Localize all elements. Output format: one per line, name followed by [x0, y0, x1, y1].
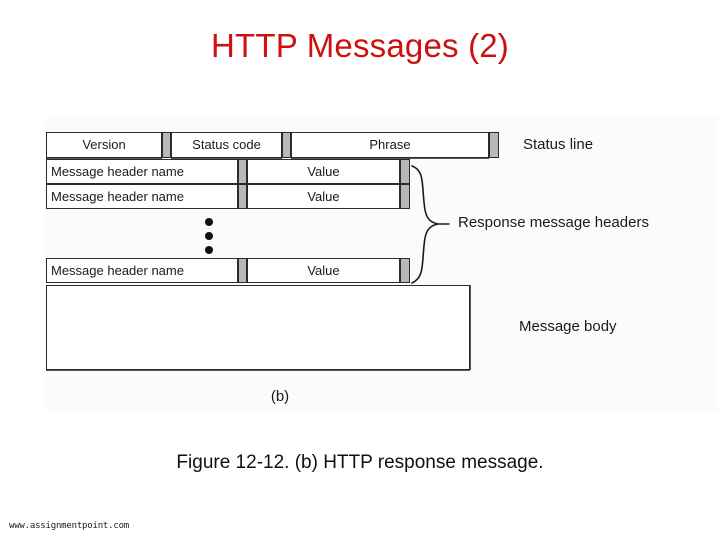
status-line-annotation: Status line	[523, 136, 594, 153]
ellipsis-dot	[205, 232, 213, 240]
status-line-status-code-label: Status code	[192, 137, 261, 152]
ellipsis-dot	[205, 218, 213, 226]
header-row-3-separator-1	[238, 258, 247, 283]
vertical-ellipsis-icon	[202, 218, 216, 258]
site-watermark: www.assignmentpoint.com	[9, 521, 130, 531]
header-row-2-name-label: Message header name	[51, 188, 184, 204]
header-row-3-name-box: Message header name	[46, 258, 238, 283]
header-row-1-separator-2	[400, 159, 410, 184]
headers-brace	[408, 164, 462, 286]
header-row-1-name-label: Message header name	[51, 163, 184, 179]
header-row-1-name-box: Message header name	[46, 159, 238, 184]
status-line-phrase-box: Phrase	[291, 132, 489, 158]
header-row-3-separator-2	[400, 258, 410, 283]
header-row-3-value-label: Value	[307, 262, 340, 278]
figure-caption: Figure 12-12. (b) HTTP response message.	[176, 452, 544, 473]
headers-annotation: Response message headers	[458, 214, 649, 231]
header-row-1-separator-1	[238, 159, 247, 184]
status-line-version-label: Version	[82, 137, 126, 152]
figure-sub-caption: (b)	[270, 388, 290, 405]
figure-panel: Version Status code Phrase Status line M…	[45, 116, 717, 412]
status-line-status-code-box: Status code	[171, 132, 282, 158]
status-line-separator-3	[489, 132, 499, 158]
header-row-1-value-box: Value	[247, 159, 400, 184]
header-row-2-name-box: Message header name	[46, 184, 238, 209]
header-row-3-name-label: Message header name	[51, 262, 184, 278]
header-row-1-value-label: Value	[307, 163, 340, 179]
header-row-2-separator-1	[238, 184, 247, 209]
slide-title: HTTP Messages (2)	[210, 27, 510, 64]
header-row-3-value-box: Value	[247, 258, 400, 283]
status-line-separator-1	[162, 132, 171, 158]
header-row-2-separator-2	[400, 184, 410, 209]
message-body-annotation: Message body	[519, 318, 617, 335]
status-line-phrase-label: Phrase	[369, 137, 411, 152]
ellipsis-dot	[205, 246, 213, 254]
brace-icon	[411, 165, 450, 284]
status-line-version-box: Version	[46, 132, 162, 158]
header-row-2-value-label: Value	[307, 188, 340, 204]
header-row-2-value-box: Value	[247, 184, 400, 209]
status-line-separator-2	[282, 132, 291, 158]
message-body-box	[46, 285, 470, 370]
